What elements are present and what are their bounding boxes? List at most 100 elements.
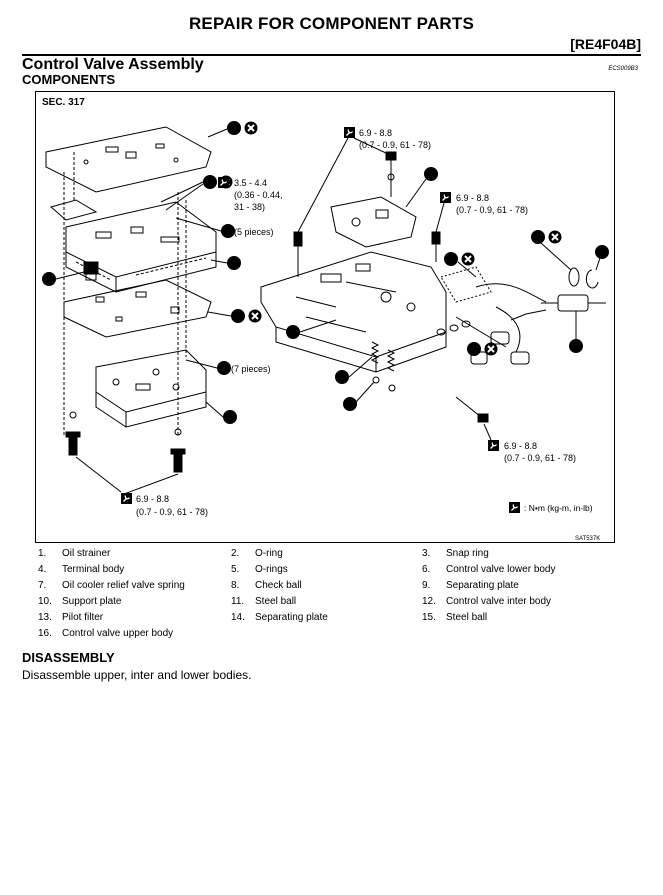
lower-body-bolts (293, 231, 441, 277)
svg-text:6.9 - 8.8: 6.9 - 8.8 (504, 441, 537, 451)
callout-10: 10 (203, 174, 234, 190)
o-rings-plate (436, 266, 492, 336)
callout-1: 1 (424, 167, 438, 181)
o-ring-drawing (568, 267, 580, 287)
legend-item: 3.Snap ring (422, 548, 489, 559)
legend-item: 15.Steel ball (422, 612, 488, 623)
header-rule (22, 54, 641, 56)
upper-body-drawing (95, 349, 207, 428)
torque-spec-left-bottom: 6.9 - 8.8 (0.7 - 0.9, 61 - 78) (120, 492, 208, 517)
legend-item: 10.Support plate (38, 596, 122, 607)
legend-item: 1.Oil strainer (38, 548, 111, 559)
legend-item: 13.Pilot filter (38, 612, 104, 623)
svg-text:(0.7 - 0.9, 61 - 78): (0.7 - 0.9, 61 - 78) (136, 507, 208, 517)
section-title: Control Valve Assembly (22, 56, 204, 73)
legend-row: 16.Control valve upper body (38, 628, 628, 644)
callout-9: 9 (227, 120, 259, 136)
svg-text:6.9 - 8.8: 6.9 - 8.8 (136, 494, 169, 504)
oil-strainer-drawing (330, 151, 417, 248)
callout-13: 13 (42, 272, 56, 286)
torque-spec-right-top: 6.9 - 8.8 (0.7 - 0.9, 61 - 78) (439, 191, 528, 215)
callout-15: 15 (217, 361, 231, 375)
svg-text:3: 3 (599, 248, 605, 259)
svg-text:6.9 - 8.8: 6.9 - 8.8 (359, 128, 392, 138)
legend-row: 4.Terminal body 5.O-rings 6.Control valv… (38, 564, 628, 580)
svg-text:(0.7 - 0.9, 61 - 78): (0.7 - 0.9, 61 - 78) (359, 140, 431, 150)
svg-text:13: 13 (43, 275, 55, 286)
legend-item: 12.Control valve inter body (422, 596, 552, 607)
svg-text:5: 5 (471, 345, 477, 356)
callout-3: 3 (595, 245, 609, 259)
lower-body-drawing (260, 251, 447, 373)
page-title: REPAIR FOR COMPONENT PARTS (188, 14, 475, 33)
callout-2: 2 (531, 229, 563, 245)
legend-row: 1.Oil strainer 2.O-ring 3.Snap ring (38, 548, 628, 564)
legend-row: 10.Support plate 11.Steel ball 12.Contro… (38, 596, 628, 612)
svg-text:12: 12 (228, 259, 240, 270)
svg-text:15: 15 (218, 364, 230, 375)
svg-text:6.9 - 8.8: 6.9 - 8.8 (456, 193, 489, 203)
legend-item: 6.Control valve lower body (422, 564, 556, 575)
svg-text:11: 11 (223, 227, 234, 238)
torque-spec-right-bottom: 6.9 - 8.8 (0.7 - 0.9, 61 - 78) (487, 439, 576, 463)
relief-spring-drawing (370, 341, 396, 392)
alignment-lines (63, 152, 187, 437)
svg-text:31 - 38): 31 - 38) (234, 202, 265, 212)
disassembly-heading: DISASSEMBLY (22, 650, 115, 665)
svg-text:14: 14 (232, 312, 244, 323)
callout-6: 6 (286, 325, 300, 339)
separating-plate-9-drawing (45, 126, 212, 193)
svg-text:4: 4 (573, 342, 579, 353)
torque-spec-support-plate: 3.5 - 4.4 (0.36 - 0.44, 31 - 38) (217, 176, 283, 212)
callout-8: 8 (343, 397, 357, 411)
svg-text:: N•m (kg-m, in-lb): : N•m (kg-m, in-lb) (524, 503, 593, 513)
legend-item: 8.Check ball (231, 580, 302, 591)
legend-item: 5.O-rings (231, 564, 288, 575)
terminal-body-drawing (541, 294, 606, 312)
legend-row: 7.Oil cooler relief valve spring 8.Check… (38, 580, 628, 596)
callout-14: 14 (231, 308, 263, 324)
legend-item: 9.Separating plate (422, 580, 519, 591)
separating-plate-14-drawing (63, 279, 212, 338)
snap-ring-drawing (585, 269, 599, 289)
legend-item: 16.Control valve upper body (38, 628, 174, 639)
legend-item: 4.Terminal body (38, 564, 125, 575)
legend-item: 7.Oil cooler relief valve spring (38, 580, 185, 591)
callout-16: 16 (223, 410, 237, 424)
terminal-harness-drawing (455, 283, 547, 365)
section-number: SEC. 317 (42, 97, 85, 108)
callout-4: 4 (569, 339, 583, 353)
support-plate-drawing (49, 199, 98, 221)
legend-item: 2.O-ring (231, 548, 283, 559)
svg-text:6: 6 (290, 328, 296, 339)
svg-text:1: 1 (428, 170, 434, 181)
svg-text:10: 10 (204, 178, 216, 189)
svg-text:5: 5 (448, 255, 454, 266)
exploded-view-figure: SEC. 317 (35, 91, 615, 543)
mounting-bolts (65, 411, 186, 473)
svg-text:7: 7 (339, 373, 345, 384)
pieces-15-note: (7 pieces) (231, 364, 271, 374)
model-code: [RE4F04B] (570, 36, 641, 52)
pilot-filter-drawing (83, 261, 99, 281)
svg-text:(0.7 - 0.9, 61 - 78): (0.7 - 0.9, 61 - 78) (456, 205, 528, 215)
svg-text:16: 16 (224, 413, 236, 424)
legend-row: 13.Pilot filter 14.Separating plate 15.S… (38, 612, 628, 628)
figure-code: SAT537K (575, 536, 600, 542)
svg-text:8: 8 (347, 400, 353, 411)
legend-item: 14.Separating plate (231, 612, 328, 623)
legend-item: 11.Steel ball (231, 596, 297, 607)
exploded-view-diagram: SEC. 317 (42, 97, 609, 542)
torque-unit-legend: : N•m (kg-m, in-lb) (508, 501, 593, 514)
svg-text:2: 2 (535, 233, 541, 244)
svg-text:9: 9 (231, 124, 237, 135)
svg-text:(0.36 - 0.44,: (0.36 - 0.44, (234, 190, 283, 200)
svg-text:(0.7 - 0.9, 61 - 78): (0.7 - 0.9, 61 - 78) (504, 453, 576, 463)
callout-7: 7 (335, 370, 349, 384)
callout-5-bottom: 5 (467, 341, 499, 357)
inter-body-drawing (65, 201, 217, 293)
disassembly-text: Disassemble upper, inter and lower bodie… (22, 668, 252, 682)
bottom-bolt (455, 396, 489, 423)
svg-text:3.5 - 4.4: 3.5 - 4.4 (234, 178, 267, 188)
callout-11: 11 (221, 224, 235, 238)
